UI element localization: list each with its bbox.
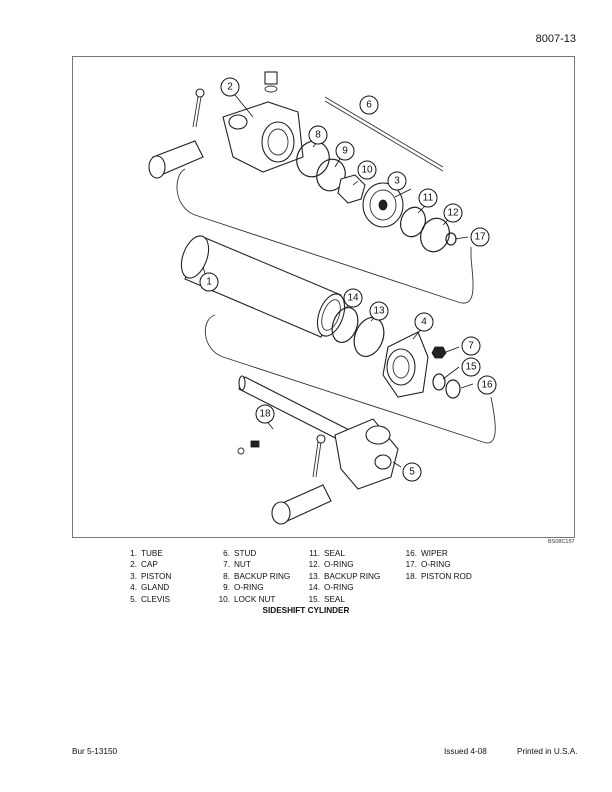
svg-text:13: 13 bbox=[373, 306, 385, 317]
callout-1: 1 bbox=[199, 272, 219, 292]
svg-text:18: 18 bbox=[259, 409, 271, 420]
callout-18: 18 bbox=[255, 404, 275, 424]
svg-text:3: 3 bbox=[394, 176, 400, 187]
legend-item: 8.BACKUP RING bbox=[223, 571, 291, 581]
callout-6: 6 bbox=[359, 95, 379, 115]
callout-13: 13 bbox=[369, 301, 389, 321]
legend-column-1: 1.TUBE 2.CAP 3.PISTON 4.GLAND 5.CLEVIS bbox=[121, 548, 171, 605]
nut-part bbox=[431, 346, 447, 359]
legend-item: 10.LOCK NUT bbox=[218, 594, 276, 604]
svg-text:12: 12 bbox=[447, 208, 459, 219]
callout-9: 9 bbox=[335, 141, 355, 161]
svg-text:4: 4 bbox=[421, 317, 427, 328]
legend-item: 13.BACKUP RING bbox=[308, 571, 381, 581]
callout-15: 15 bbox=[461, 357, 481, 377]
legend-item: 7.NUT bbox=[223, 560, 251, 570]
lock-nut-part bbox=[337, 174, 366, 204]
svg-text:7: 7 bbox=[468, 341, 474, 352]
footer-printed: Printed in U.S.A. bbox=[517, 747, 578, 756]
legend-item: 2.CAP bbox=[130, 560, 158, 570]
callout-10: 10 bbox=[357, 160, 377, 180]
callout-12: 12 bbox=[443, 203, 463, 223]
svg-text:16: 16 bbox=[481, 380, 493, 391]
svg-text:5: 5 bbox=[409, 467, 415, 478]
callout-5: 5 bbox=[402, 462, 422, 482]
svg-text:8: 8 bbox=[315, 130, 321, 141]
legend-column-3: 11.SEAL 12.O-RING 13.BACKUP RING 14.O-RI… bbox=[304, 548, 381, 605]
o-ring-14 bbox=[331, 306, 359, 344]
callout-4: 4 bbox=[414, 312, 434, 332]
callout-7: 7 bbox=[461, 336, 481, 356]
exploded-view-drawing: 2 6 8 9 10 3 11 12 17 1 14 13 4 7 15 16 … bbox=[148, 71, 497, 525]
svg-text:17: 17 bbox=[474, 232, 486, 243]
callout-16: 16 bbox=[477, 375, 497, 395]
svg-text:6: 6 bbox=[366, 100, 372, 111]
figure-caption: SIDESHIFT CYLINDER bbox=[262, 606, 350, 615]
callout-14: 14 bbox=[343, 288, 363, 308]
svg-text:14: 14 bbox=[347, 293, 359, 304]
assembly-outline-lower bbox=[204, 314, 496, 444]
legend-column-4: 16.WIPER 17.O-RING 18.PISTON ROD bbox=[401, 548, 472, 582]
o-ring-12 bbox=[420, 217, 450, 253]
o-ring-17 bbox=[445, 232, 457, 246]
legend-item: 1.TUBE bbox=[130, 549, 163, 558]
backup-ring-13 bbox=[353, 317, 385, 357]
gland-part bbox=[382, 331, 429, 398]
footer-issue-date: Issued 4-08 bbox=[444, 747, 487, 756]
legend-item: 14.O-RING bbox=[308, 583, 354, 593]
callout-3: 3 bbox=[387, 171, 407, 191]
legend-item: 11.SEAL bbox=[309, 549, 345, 558]
svg-text:1: 1 bbox=[206, 277, 212, 288]
legend-item: 6.STUD bbox=[223, 549, 257, 558]
legend-item: 17.O-RING bbox=[405, 560, 451, 570]
legend-column-2: 6.STUD 7.NUT 8.BACKUP RING 9.O-RING 10.L… bbox=[214, 548, 291, 605]
legend-item: 9.O-RING bbox=[223, 583, 264, 593]
seal-15 bbox=[432, 373, 446, 391]
clevis-part bbox=[334, 418, 399, 490]
callout-17: 17 bbox=[470, 227, 490, 247]
figure-code: BS08C157 bbox=[548, 539, 575, 545]
callout-2: 2 bbox=[220, 77, 240, 97]
exploded-view-figure: 2 6 8 9 10 3 11 12 17 1 14 13 4 7 15 16 … bbox=[72, 56, 575, 538]
legend-item: 16.WIPER bbox=[405, 549, 448, 558]
svg-text:9: 9 bbox=[342, 146, 348, 157]
callout-11: 11 bbox=[418, 188, 438, 208]
legend-item: 5.CLEVIS bbox=[130, 594, 171, 604]
stud-part bbox=[324, 96, 444, 172]
wiper-16 bbox=[445, 379, 461, 399]
footer-publication-number: Bur 5-13150 bbox=[72, 747, 118, 756]
svg-text:10: 10 bbox=[361, 165, 373, 176]
legend-item: 15.SEAL bbox=[308, 594, 345, 604]
callout-8: 8 bbox=[308, 125, 328, 145]
assembly-outline-upper bbox=[176, 168, 474, 304]
svg-text:2: 2 bbox=[227, 82, 233, 93]
svg-text:15: 15 bbox=[465, 362, 477, 373]
cap-part bbox=[222, 71, 304, 173]
page-number: 8007-13 bbox=[535, 33, 576, 45]
lower-pin-group bbox=[237, 434, 332, 525]
piston-part bbox=[362, 182, 404, 228]
legend-item: 3.PISTON bbox=[130, 571, 172, 581]
legend-item: 12.O-RING bbox=[308, 560, 354, 570]
legend-item: 18.PISTON ROD bbox=[405, 571, 472, 581]
upper-pin-group bbox=[148, 88, 205, 179]
tube-part bbox=[180, 235, 346, 338]
svg-text:11: 11 bbox=[423, 193, 434, 204]
legend-item: 4.GLAND bbox=[130, 583, 170, 593]
